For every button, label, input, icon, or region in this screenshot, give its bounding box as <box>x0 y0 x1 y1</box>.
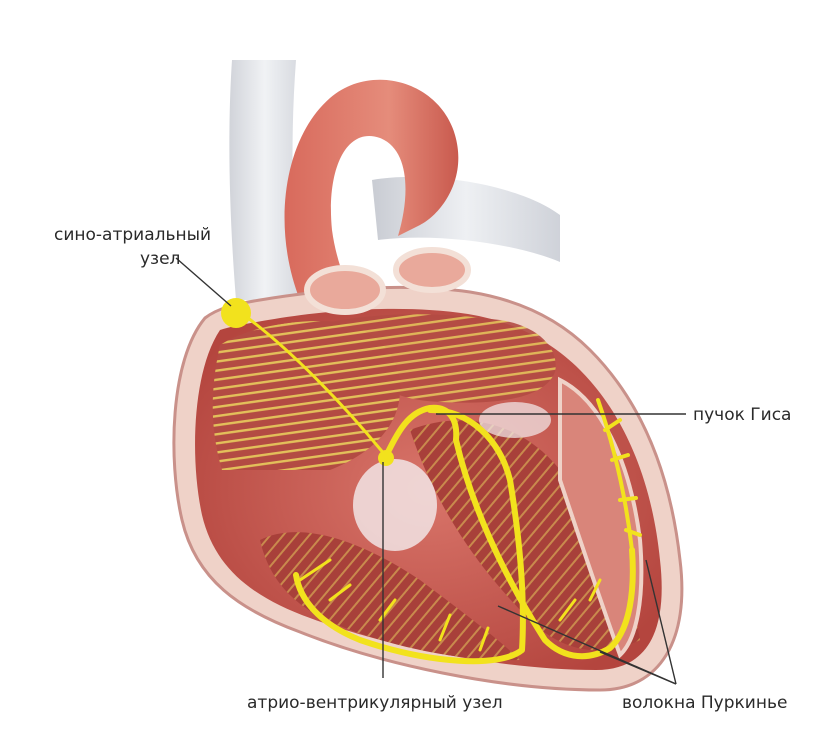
aortic-valve-ring <box>396 250 468 290</box>
pulmonary-valve-ring <box>307 268 383 312</box>
pulmonary-artery <box>372 177 560 262</box>
sa-node-marker <box>221 298 251 328</box>
av-node-label: атрио-вентрикулярный узел <box>247 693 503 713</box>
sa-node-label-line2: узел <box>140 249 180 269</box>
mitral-valve <box>479 402 551 438</box>
his-bundle-label: пучок Гиса <box>693 405 791 425</box>
sa-node-label-line1: сино-атриальный <box>54 225 211 245</box>
sa-node-leader <box>176 258 231 306</box>
tricuspid-valve <box>353 459 437 551</box>
purkinje-label: волокна Пуркинье <box>622 693 787 713</box>
heart-illustration <box>174 60 682 690</box>
